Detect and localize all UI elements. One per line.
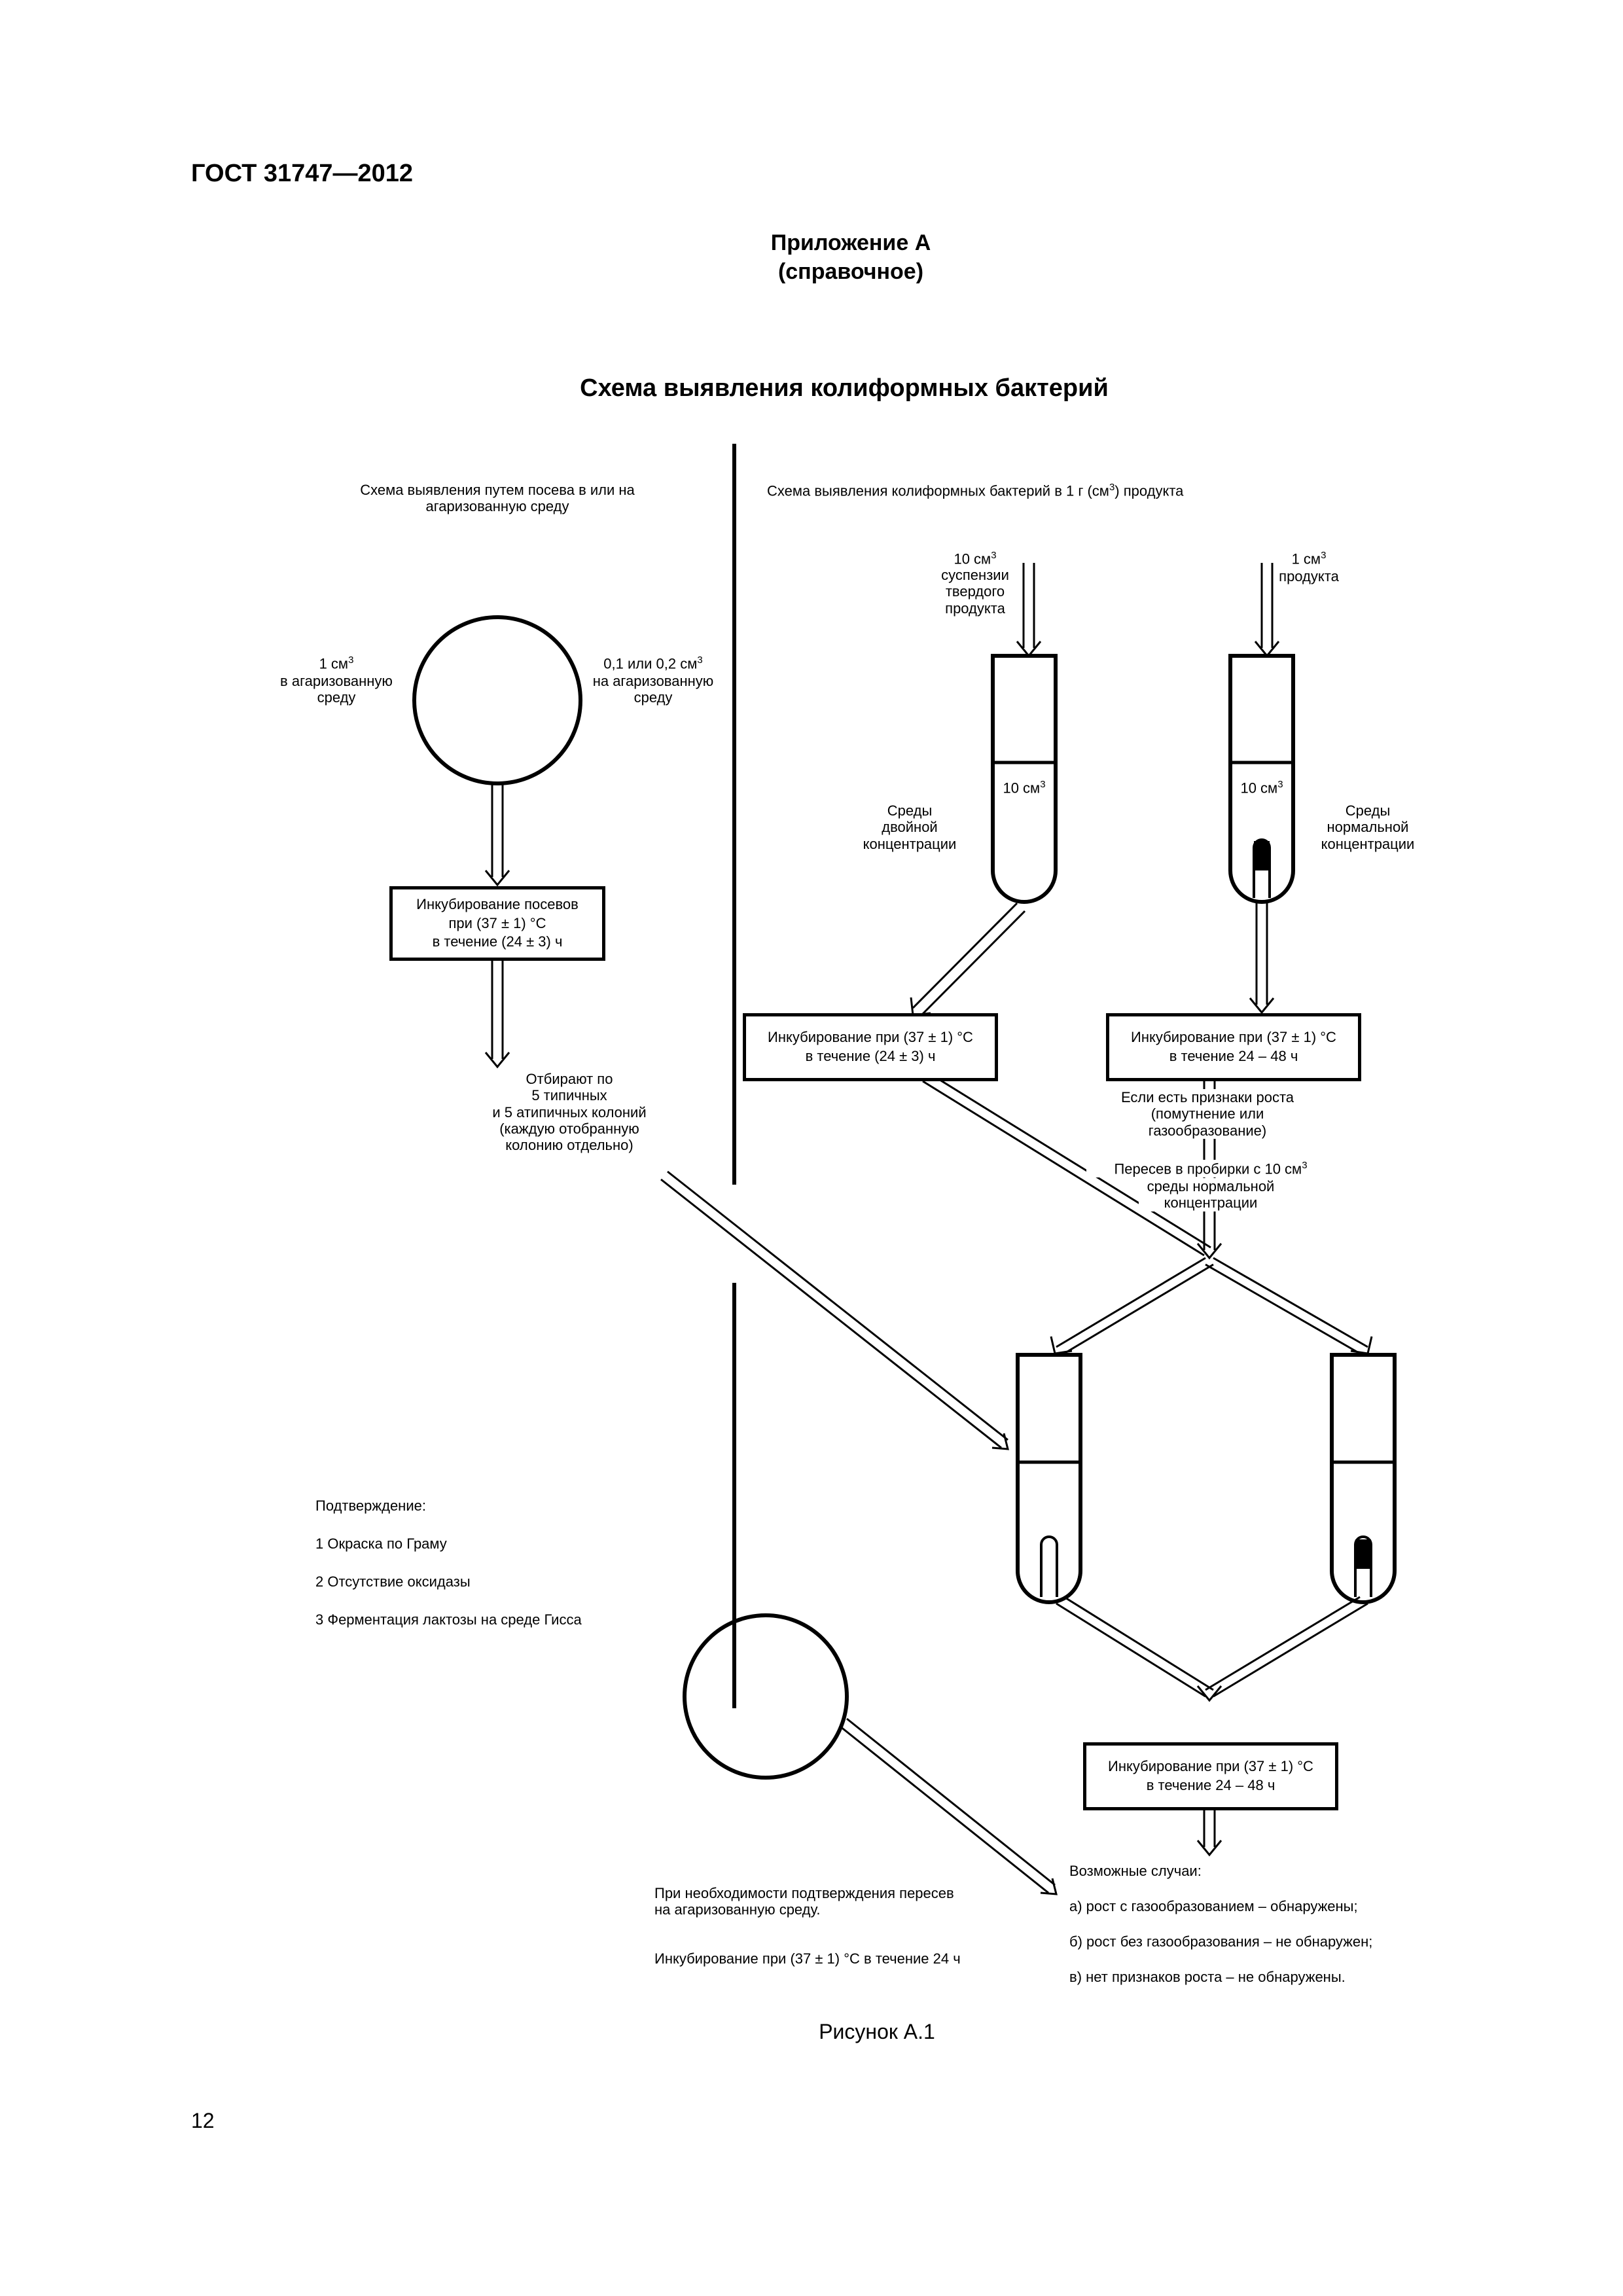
inoculum-right-amount: 0,1 или 0,2 см3 [603, 655, 703, 672]
confirmation-step-3: 3 Ферментация лактозы на среде Гисса [315, 1611, 582, 1628]
arrow-incubation-to-selection [484, 961, 510, 1069]
selection-note: Отбирают по 5 типичных и 5 атипичных кол… [492, 1071, 647, 1154]
confirmation-title: Подтверждение: [315, 1498, 426, 1514]
inoculum-left-amount: 1 см3 [319, 655, 354, 672]
sample-b-text: продукта [1279, 568, 1339, 584]
page-number: 12 [191, 2109, 215, 2132]
standard-number: ГОСТ 31747—2012 [191, 160, 414, 187]
tube-a-volume: 10 см3 [1003, 779, 1046, 797]
inoculum-left-text: в агаризованную среду [280, 673, 393, 706]
arrow-dish-to-cases [840, 1717, 1058, 1895]
final-incubation-box: Инкубирование при (37 ± 1) °С в течение … [1083, 1742, 1338, 1810]
incubation-box-a: Инкубирование при (37 ± 1) °С в течение … [743, 1013, 998, 1081]
arrow-tube-b-to-incubation [1249, 902, 1275, 1014]
arrow-tube-a-to-incubation [910, 902, 1026, 1017]
appendix-status: (справочное) [777, 259, 924, 284]
medium-normal-label: Среды нормальной концентрации [1321, 802, 1415, 852]
petri-dish-bottom [683, 1613, 849, 1780]
durham-tube-left-icon [1040, 1535, 1058, 1597]
tube-confirm-left [1016, 1353, 1082, 1604]
sample-a-text: суспензии твердого продукта [941, 567, 1009, 617]
appendix-title: Приложение А [770, 230, 931, 255]
case-c: в) нет признаков роста – не обнаружены. [1069, 1969, 1346, 1985]
arrow-selection-to-tube [660, 1170, 1009, 1450]
arrow-split-right [1205, 1257, 1373, 1355]
incubation-box-left: Инкубирование посевов при (37 ± 1) °С в … [389, 886, 605, 961]
confirmation-step-2: 2 Отсутствие оксидазы [315, 1573, 471, 1590]
medium-double-label: Среды двойной концентрации [863, 802, 957, 852]
reseed-incubation: Инкубирование при (37 ± 1) °С в течение … [654, 1950, 961, 1967]
case-a: а) рост с газообразованием – обнаружены; [1069, 1898, 1358, 1914]
inoculum-right-text: на агаризованную среду [592, 673, 714, 706]
petri-dish-top [412, 615, 582, 785]
right-branch-heading: Схема выявления колиформных бактерий в 1… [767, 482, 1184, 499]
tube-normal-concentration [1228, 654, 1295, 904]
tube-confirm-right [1330, 1353, 1397, 1604]
tube-b-volume: 10 см3 [1240, 779, 1283, 797]
figure-caption: Рисунок А.1 [819, 2020, 935, 2043]
arrow-incubation-a-to-merge [922, 1072, 1211, 1257]
tube-double-concentration [991, 654, 1058, 904]
sample-b-amount: 1 см3 [1291, 550, 1327, 567]
arrow-dish-to-incubation [484, 783, 510, 887]
sample-a-amount: 10 см3 [954, 550, 997, 567]
reseed-note: При необходимости подтверждения пересев … [654, 1885, 954, 1918]
confirmation-step-1: 1 Окраска по Граму [315, 1535, 447, 1552]
transfer-note-rest: среды нормальной концентрации [1139, 1178, 1283, 1211]
arrow-merge-right [1196, 1596, 1368, 1702]
arrow-merge-left [1056, 1596, 1214, 1698]
growth-signs-note: Если есть признаки роста (помутнение или… [1099, 1089, 1315, 1139]
transfer-note-line1: Пересев в пробирки с 10 см3 [1086, 1160, 1335, 1177]
cases-title: Возможные случаи: [1069, 1863, 1202, 1879]
case-b: б) рост без газообразования – не обнаруж… [1069, 1933, 1373, 1950]
scheme-title: Схема выявления колиформных бактерий [580, 374, 1109, 402]
left-branch-heading: Схема выявления путем посева в или на аг… [360, 482, 635, 515]
incubation-box-b: Инкубирование при (37 ± 1) °С в течение … [1106, 1013, 1361, 1081]
arrow-split-left [1050, 1257, 1214, 1355]
